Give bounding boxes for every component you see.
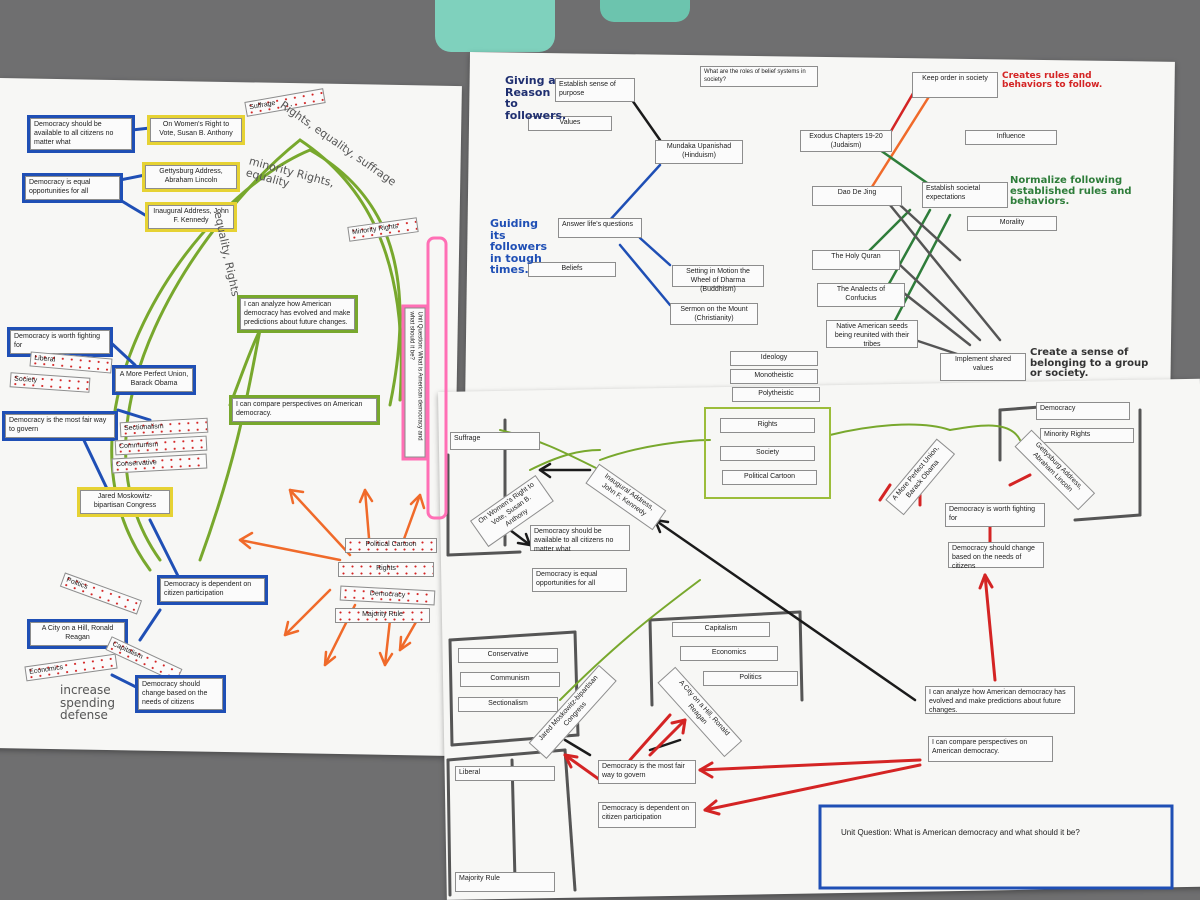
bottom-analyze: I can analyze how American democracy has… <box>925 686 1075 714</box>
left-majority-rule: Majority Rule <box>335 608 430 623</box>
bottom-unit-question: Unit Question: What is American democrac… <box>841 828 1080 837</box>
bottom-society: Society <box>720 446 815 461</box>
teal-lid <box>600 0 690 22</box>
left-inaugural: Inaugural Address, John F. Kennedy <box>145 202 237 232</box>
right-monotheistic: Monotheistic <box>730 369 818 384</box>
left-womens-right: On Women's Right to Vote, Susan B. Antho… <box>147 115 245 145</box>
bottom-democracy-equal: Democracy is equal opportunities for all <box>532 568 627 592</box>
right-hw-normalize: Normalize following established rules an… <box>1010 175 1132 207</box>
bottom-most-fair: Democracy is the most fair way to govern <box>598 760 696 784</box>
right-mundaka: Mundaka Upanishad (Hinduism) <box>655 140 743 164</box>
right-sermon: Sermon on the Mount (Christianity) <box>670 303 758 325</box>
right-roles-question: What are the roles of belief systems in … <box>700 66 818 87</box>
bottom-political-cartoon: Political Cartoon <box>722 470 817 485</box>
right-dao: Dao De Jing <box>812 186 902 206</box>
left-more-perfect: A More Perfect Union, Barack Obama <box>112 365 196 395</box>
right-exodus: Exodus Chapters 19-20 (Judaism) <box>800 130 892 152</box>
right-native-seeds: Native American seeds being reunited wit… <box>826 320 918 348</box>
right-values: Values <box>528 116 612 131</box>
right-hw-belonging: Create a sense of belonging to a group o… <box>1030 347 1149 379</box>
bottom-sectionalism: Sectionalism <box>458 697 558 712</box>
left-democracy-available: Democracy should be available to all cit… <box>27 114 135 154</box>
right-hw-guiding: Guiding its followers in tough times. <box>490 217 548 277</box>
right-hw-creates-rules: Creates rules and behaviors to follow. <box>1002 71 1103 91</box>
bottom-majority-rule: Majority Rule <box>455 872 555 892</box>
left-worth-fighting: Democracy is worth fighting for <box>7 327 113 357</box>
bottom-should-change: Democracy should change based on the nee… <box>948 542 1044 570</box>
teal-container <box>435 0 555 52</box>
right-wheel-dharma: Setting in Motion the Wheel of Dharma (B… <box>672 265 764 293</box>
right-keep-order: Keep order in society <box>912 72 998 98</box>
right-morality: Morality <box>967 216 1057 231</box>
right-quran: The Holy Quran <box>812 250 900 270</box>
right-establish-purpose: Establish sense of purpose <box>555 78 635 102</box>
bottom-worth-fighting: Democracy is worth fighting for <box>945 503 1045 527</box>
bottom-dependent: Democracy is dependent on citizen partic… <box>598 802 696 828</box>
right-hw-giving-reason: Giving a Reason to followers. <box>505 74 567 122</box>
bottom-suffrage: Suffrage <box>450 432 540 450</box>
left-gettysburg: Gettysburg Address, Abraham Lincoln <box>142 162 240 192</box>
bottom-communism: Communism <box>460 672 560 687</box>
left-hw-increase-spending: increase spending defense <box>60 683 116 723</box>
right-answer-questions: Answer life's questions <box>558 218 642 238</box>
left-political-cartoon: Political Cartoon <box>345 538 437 553</box>
left-compare: I can compare perspectives on American d… <box>229 395 380 425</box>
right-ideology: Ideology <box>730 351 818 366</box>
right-influence: Influence <box>965 130 1057 145</box>
left-unit-question: Unit Question: What is American democrac… <box>404 286 426 479</box>
bottom-conservative: Conservative <box>458 648 558 663</box>
right-beliefs: Beliefs <box>528 262 616 277</box>
left-dependent: Democracy is dependent on citizen partic… <box>157 575 268 605</box>
right-analects: The Analects of Confucius <box>817 283 905 307</box>
right-shared-values: Implement shared values <box>940 353 1026 381</box>
right-societal-expectations: Establish societal expectations <box>922 182 1008 208</box>
bottom-capitalism: Capitalism <box>672 622 770 637</box>
bottom-compare: I can compare perspectives on American d… <box>928 736 1053 762</box>
left-democracy-equal: Democracy is equal opportunities for all <box>22 173 123 203</box>
bottom-politics: Politics <box>703 671 798 686</box>
bottom-economics: Economics <box>680 646 778 661</box>
bottom-democracy: Democracy <box>1036 402 1130 420</box>
bottom-liberal: Liberal <box>455 766 555 781</box>
left-analyze: I can analyze how American democracy has… <box>237 294 358 334</box>
left-should-change: Democracy should change based on the nee… <box>135 674 226 714</box>
left-most-fair: Democracy is the most fair way to govern <box>2 411 118 441</box>
bottom-rights: Rights <box>720 418 815 433</box>
right-polytheistic: Polytheistic <box>732 387 820 402</box>
left-city-hill: A City on a Hill, Ronald Reagan <box>27 619 128 649</box>
bottom-minority-rights: Minority Rights <box>1040 428 1134 443</box>
bottom-democracy-available: Democracy should be available to all cit… <box>530 525 630 553</box>
left-moskowitz: Jared Moskowitz-bipartisan Congress <box>77 487 173 517</box>
left-rights: Rights <box>338 562 434 577</box>
